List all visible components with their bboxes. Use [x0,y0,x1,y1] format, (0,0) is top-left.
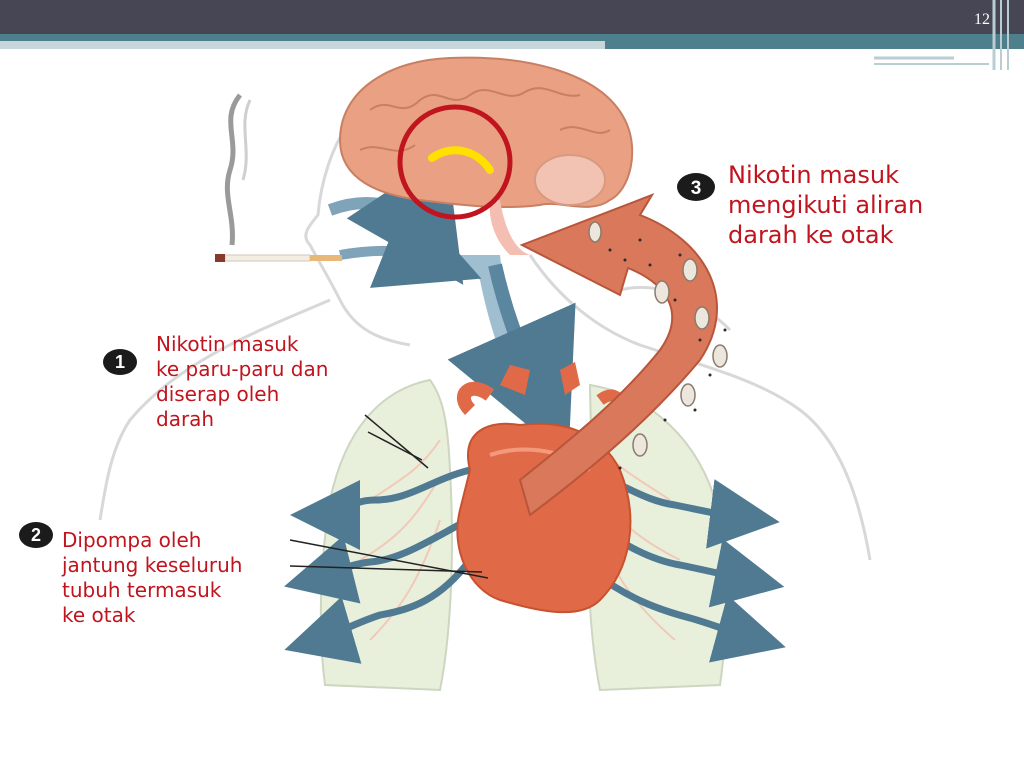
step-1-line: ke paru-paru dan [156,357,329,381]
step-1-line: darah [156,407,215,431]
step-2-line: ke otak [62,603,136,627]
header-light-band [0,41,605,49]
step-3-badge-icon: 3 [677,173,715,201]
step-1-badge-icon: 1 [103,349,137,375]
svg-text:3: 3 [691,178,702,199]
slide-header-bar [0,0,1024,34]
step-1-label: Nikotin masuk ke paru-paru dan diserap o… [156,332,328,432]
step-2-line: Dipompa oleh [62,528,202,552]
step-2-line: tubuh termasuk [62,578,222,602]
step-2-badge-icon: 2 [19,522,53,548]
step-1-line: diserap oleh [156,382,280,406]
corner-decoration [874,0,1009,70]
blood-vessel-icon [518,193,728,517]
step-3-label: Nikotin masuk mengikuti aliran darah ke … [728,160,923,250]
brain-icon [338,56,634,255]
cigarette-icon [215,93,342,262]
pointer-lines [289,414,489,579]
svg-text:2: 2 [31,525,41,545]
step-2-label: Dipompa oleh jantung keseluruh tubuh ter… [62,528,242,628]
body-outline [98,108,872,561]
step-3-line: Nikotin masuk [728,161,899,189]
step-1-line: Nikotin masuk [156,332,299,356]
step-3-line: mengikuti aliran [728,191,924,219]
svg-text:1: 1 [115,352,125,372]
page-number: 12 [974,11,990,28]
airway [327,151,576,459]
step-3-line: darah ke otak [728,221,894,249]
step-2-line: jantung keseluruh [62,553,243,577]
